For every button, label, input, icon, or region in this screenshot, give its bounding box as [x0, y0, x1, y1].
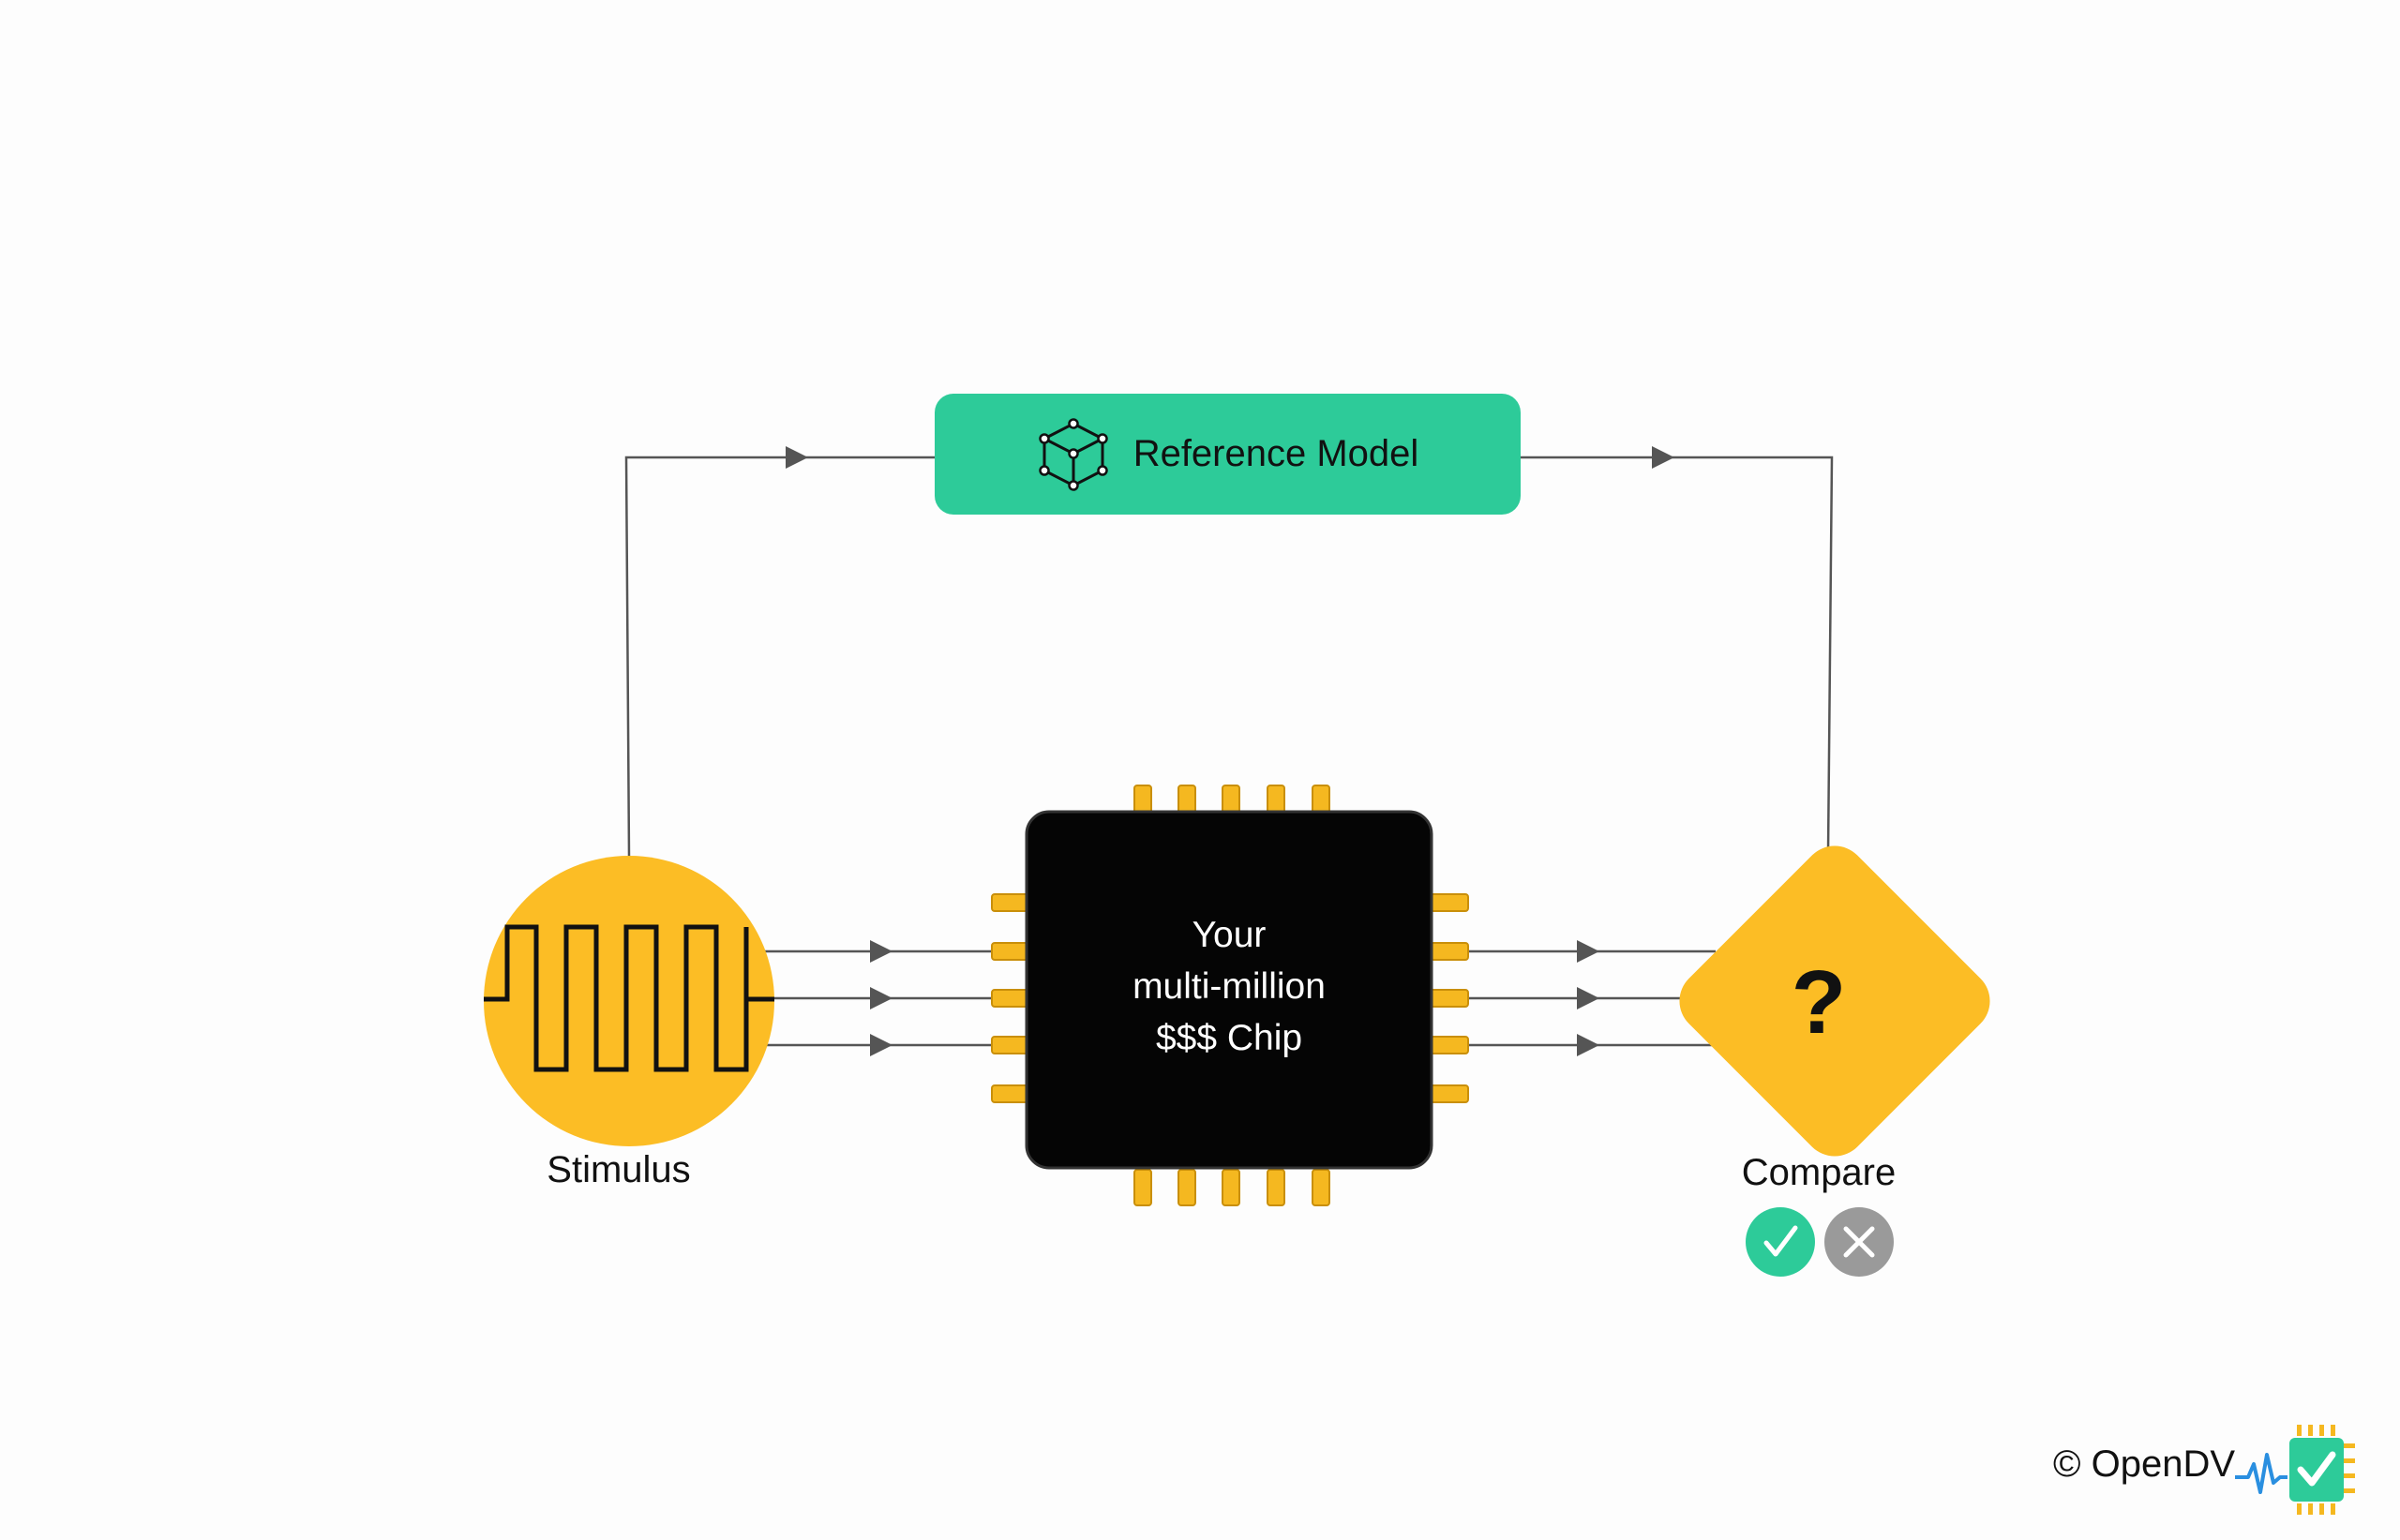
- chip-body: [1025, 810, 1433, 1170]
- chip-label-line-3: $$$ Chip: [1155, 1017, 1303, 1058]
- arrowhead-icon: [1577, 940, 1599, 963]
- arrowhead-icon: [1652, 446, 1674, 469]
- chip-label: Your multi-million $$$ Chip: [1028, 808, 1430, 1164]
- reference-to-compare-line: [1521, 456, 1834, 854]
- opendv-logo: [2235, 1425, 2355, 1515]
- arrowheads: [786, 446, 1674, 1056]
- chip-label-line-2: multi-million: [1132, 965, 1326, 1007]
- stimulus-to-reference-line: [624, 456, 935, 859]
- compare-node: [1679, 845, 1990, 1157]
- chip-node: [991, 785, 1469, 1206]
- checkmark-icon: [1746, 1207, 1815, 1277]
- arrowhead-icon: [870, 940, 892, 963]
- cube-icon: [1038, 417, 1108, 491]
- copyright-text: © OpenDV: [2053, 1443, 2236, 1485]
- stimulus-label: Stimulus: [547, 1149, 691, 1190]
- stimulus-node: [484, 856, 774, 1146]
- compare-label: Compare: [1741, 1152, 1897, 1193]
- question-mark: ?: [1791, 952, 1847, 1053]
- chip-label-line-1: Your: [1192, 914, 1267, 955]
- arrowhead-icon: [870, 987, 892, 1009]
- arrowhead-icon: [1577, 987, 1599, 1009]
- arrowhead-icon: [870, 1034, 892, 1056]
- square-wave-icon: [484, 924, 774, 1072]
- arrowhead-icon: [1577, 1034, 1599, 1056]
- arrowhead-icon: [786, 446, 808, 469]
- reference-model-label: Reference Model: [1132, 433, 1419, 474]
- reference-model-box: Reference Model: [935, 394, 1521, 515]
- compare-diamond: [1679, 845, 1990, 1157]
- cross-icon: [1824, 1207, 1894, 1277]
- stimulus-circle: [484, 856, 774, 1146]
